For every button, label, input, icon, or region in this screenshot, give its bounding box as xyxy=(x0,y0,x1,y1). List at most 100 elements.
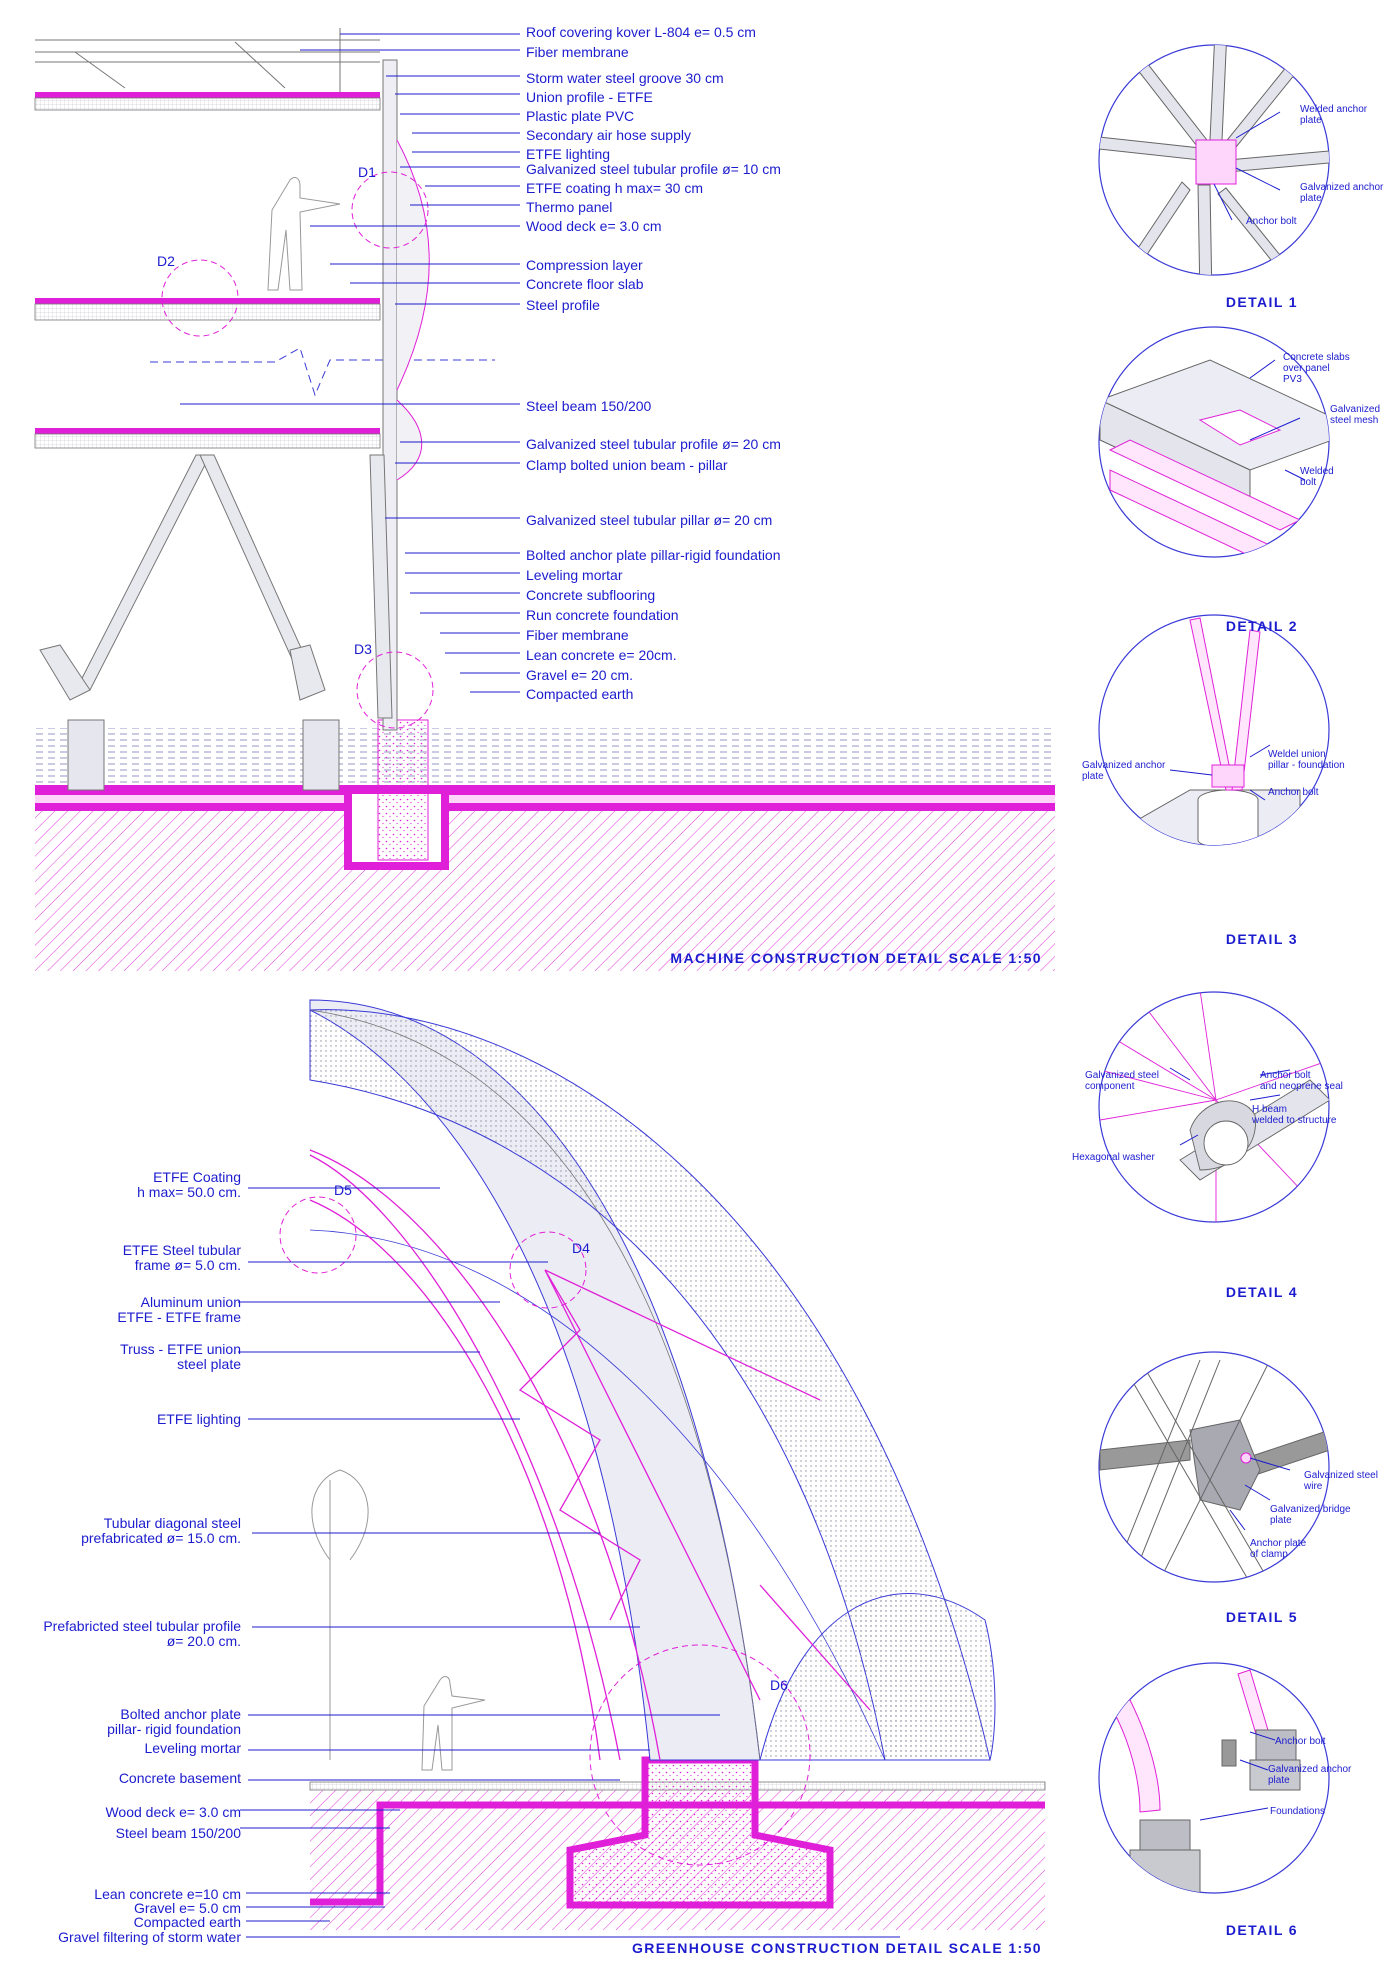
detail-note: Anchor bolt xyxy=(1268,787,1319,798)
machine-label: Fiber membrane xyxy=(526,44,629,60)
detail-note: Galvanized anchor xyxy=(1300,182,1384,193)
machine-label: Storm water steel groove 30 cm xyxy=(526,70,724,86)
detail-note: Hexagonal washer xyxy=(1072,1152,1155,1163)
machine-label: Steel profile xyxy=(526,297,600,313)
detail-note: of clamp xyxy=(1250,1549,1288,1560)
tag-d5: D5 xyxy=(334,1182,352,1198)
tag-d6: D6 xyxy=(770,1677,788,1693)
detail-note: and neoprene seal xyxy=(1260,1081,1343,1092)
detail-5-drawing xyxy=(1098,1351,1330,1583)
detail-note: PV3 xyxy=(1283,374,1302,385)
greenhouse-label: ETFE Coating xyxy=(153,1169,241,1185)
detail-note: Galvanized anchor xyxy=(1082,760,1166,771)
machine-label: Thermo panel xyxy=(526,199,612,215)
machine-labels: Roof covering kover L-804 e= 0.5 cm Fiber… xyxy=(526,24,781,702)
detail-3-drawing xyxy=(1098,614,1330,846)
greenhouse-label: Tubular diagonal steel xyxy=(104,1515,241,1531)
detail-note: Galvanized steel xyxy=(1304,1470,1378,1481)
machine-label: Bolted anchor plate pillar-rigid foundat… xyxy=(526,547,781,563)
machine-label: ETFE lighting xyxy=(526,146,610,162)
machine-label: Leveling mortar xyxy=(526,567,623,583)
greenhouse-label: ETFE - ETFE frame xyxy=(117,1309,241,1325)
tag-d4: D4 xyxy=(572,1240,590,1256)
greenhouse-label: Gravel filtering of storm water xyxy=(58,1929,241,1945)
machine-label: ETFE coating h max= 30 cm xyxy=(526,180,703,196)
detail-note: Galvanized anchor xyxy=(1268,1764,1352,1775)
detail-note: plate xyxy=(1082,771,1104,782)
greenhouse-label: Steel beam 150/200 xyxy=(116,1825,242,1841)
machine-label: Compression layer xyxy=(526,257,643,273)
machine-label: Wood deck e= 3.0 cm xyxy=(526,218,662,234)
detail-note: Anchor bolt xyxy=(1275,1736,1326,1747)
tag-d3: D3 xyxy=(354,641,372,657)
greenhouse-label: Aluminum union xyxy=(141,1294,241,1310)
greenhouse-label: ETFE lighting xyxy=(157,1411,241,1427)
greenhouse-label: frame ø= 5.0 cm. xyxy=(135,1257,241,1273)
detail-note: Anchor bolt xyxy=(1246,216,1297,227)
machine-label: Run concrete foundation xyxy=(526,607,679,623)
machine-label: Gravel e= 20 cm. xyxy=(526,667,633,683)
machine-label: Concrete subflooring xyxy=(526,587,655,603)
greenhouse-label: Gravel e= 5.0 cm xyxy=(134,1900,241,1916)
machine-label: Roof covering kover L-804 e= 0.5 cm xyxy=(526,24,756,40)
machine-label: Galvanized steel tubular profile ø= 20 c… xyxy=(526,436,781,452)
greenhouse-label: Prefabricted steel tubular profile xyxy=(43,1618,241,1634)
detail-note: over panel xyxy=(1283,363,1330,374)
detail-note: Welded anchor xyxy=(1300,104,1368,115)
detail-1-drawing xyxy=(1098,44,1330,276)
detail-note: welded to structure xyxy=(1251,1115,1337,1126)
machine-label: Lean concrete e= 20cm. xyxy=(526,647,677,663)
machine-detail-tags: D1 D2 D3 xyxy=(157,164,376,657)
detail-note: steel mesh xyxy=(1330,415,1378,426)
greenhouse-label: ø= 20.0 cm. xyxy=(167,1633,241,1649)
detail-note: Galvanized xyxy=(1330,404,1380,415)
greenhouse-section-drawing xyxy=(238,999,1046,1938)
greenhouse-label: Wood deck e= 3.0 cm xyxy=(105,1804,241,1820)
machine-section-drawing xyxy=(34,28,1055,971)
detail-6-drawing xyxy=(1098,1662,1330,1894)
detail-note: plate xyxy=(1268,1775,1290,1786)
greenhouse-label: prefabricated ø= 15.0 cm. xyxy=(81,1530,241,1546)
tag-d2: D2 xyxy=(157,253,175,269)
detail-4-drawing xyxy=(1098,991,1330,1223)
machine-label: Galvanized steel tubular pillar ø= 20 cm xyxy=(526,512,772,528)
greenhouse-label: pillar- rigid foundation xyxy=(107,1721,241,1737)
detail-3-title: DETAIL 3 xyxy=(1226,931,1298,947)
detail-2-drawing xyxy=(1098,326,1330,558)
detail-note: Foundations xyxy=(1270,1806,1325,1817)
detail-1-title: DETAIL 1 xyxy=(1226,294,1298,310)
machine-label: Clamp bolted union beam - pillar xyxy=(526,457,728,473)
greenhouse-label: Compacted earth xyxy=(134,1914,241,1930)
greenhouse-label: Lean concrete e=10 cm xyxy=(94,1886,241,1902)
detail-note: Weldel union xyxy=(1268,749,1326,760)
machine-label: Steel beam 150/200 xyxy=(526,398,652,414)
detail-note: Galvanized bridge xyxy=(1270,1504,1351,1515)
detail-note: bolt xyxy=(1300,477,1316,488)
machine-label: Galvanized steel tubular profile ø= 10 c… xyxy=(526,161,781,177)
greenhouse-label: Truss - ETFE union xyxy=(120,1341,241,1357)
greenhouse-label: Bolted anchor plate xyxy=(120,1706,241,1722)
detail-note: plate xyxy=(1270,1515,1292,1526)
greenhouse-label: steel plate xyxy=(177,1356,241,1372)
machine-label: Compacted earth xyxy=(526,686,633,702)
machine-label: Union profile - ETFE xyxy=(526,89,653,105)
detail-titles: DETAIL 1 DETAIL 2 DETAIL 3 DETAIL 4 DETA… xyxy=(1226,294,1298,1938)
detail-note: Welded xyxy=(1300,466,1334,477)
detail-note: pillar - foundation xyxy=(1268,760,1345,771)
detail-6-title: DETAIL 6 xyxy=(1226,1922,1298,1938)
machine-label: Secondary air hose supply xyxy=(526,127,691,143)
greenhouse-detail-tags: D4 D5 D6 xyxy=(334,1182,788,1693)
machine-section-title: MACHINE CONSTRUCTION DETAIL SCALE 1:50 xyxy=(670,950,1042,966)
greenhouse-label: Leveling mortar xyxy=(145,1740,242,1756)
detail-note: Concrete slabs xyxy=(1283,352,1350,363)
machine-label: Fiber membrane xyxy=(526,627,629,643)
detail-note: Galvanized steel xyxy=(1085,1070,1159,1081)
machine-label: Concrete floor slab xyxy=(526,276,644,292)
greenhouse-label: h max= 50.0 cm. xyxy=(137,1184,241,1200)
detail-note: wire xyxy=(1303,1481,1323,1492)
detail-5-title: DETAIL 5 xyxy=(1226,1609,1298,1625)
detail-note: H beam xyxy=(1252,1104,1287,1115)
detail-note: plate xyxy=(1300,193,1322,204)
